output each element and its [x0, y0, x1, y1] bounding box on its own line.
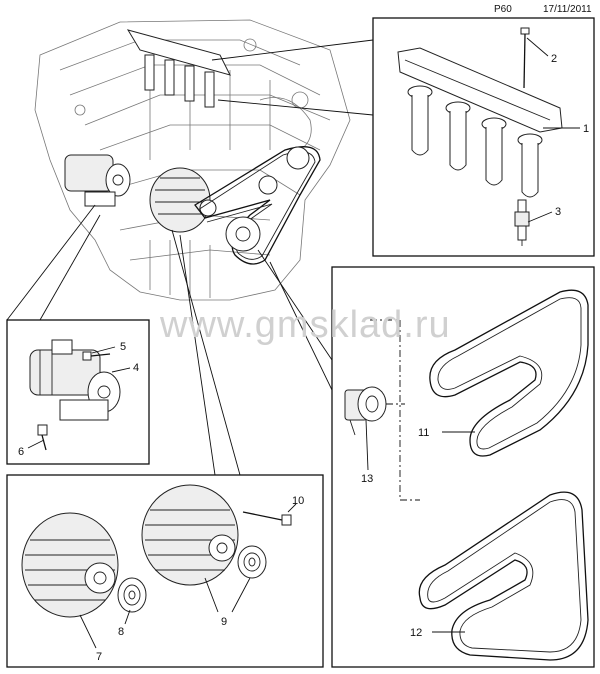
starter-on-engine: [64, 154, 131, 207]
alternator-bolt: [242, 511, 292, 526]
callout-7: 7: [96, 651, 102, 663]
spark-plug: [514, 199, 530, 246]
watermark-text: www.gmsklad.ru: [159, 304, 451, 346]
starter-motor: [29, 339, 121, 421]
starter-stud: [37, 424, 48, 451]
callout-leaders: [27, 37, 580, 649]
callout-3: 3: [555, 206, 561, 218]
ignition-coil-1: [407, 85, 433, 156]
alternator-variant-b: [141, 484, 239, 586]
coil-bolt: [520, 27, 530, 89]
starter-bolt: [82, 351, 111, 361]
ignition-coil-4: [517, 133, 543, 198]
callout-5: 5: [120, 341, 126, 353]
belt-on-engine: [194, 146, 321, 265]
callout-2: 2: [551, 53, 557, 65]
callout-10: 10: [292, 495, 304, 507]
page-code: P60: [494, 4, 512, 15]
callout-1: 1: [583, 123, 589, 135]
ignition-coil-3: [481, 117, 507, 186]
alternator-variant-a: [21, 512, 119, 618]
drive-belt-a: [429, 289, 589, 457]
alternator-pulley-b: [237, 545, 267, 579]
callout-4: 4: [133, 362, 139, 374]
callout-6: 6: [18, 446, 24, 458]
callout-9: 9: [221, 616, 227, 628]
callout-11: 11: [418, 427, 429, 439]
alternator-on-engine: [149, 167, 217, 233]
page-date: 17/11/2011: [543, 4, 592, 15]
callout-13: 13: [361, 473, 373, 485]
callout-8: 8: [118, 626, 124, 638]
belt-detail-box: [331, 266, 595, 668]
connector-lines: [6, 39, 374, 476]
engine-main-view: [34, 19, 351, 301]
drive-belt-b: [418, 491, 589, 661]
ignition-coil-2: [445, 101, 471, 171]
callout-12: 12: [410, 627, 422, 639]
ignition-coil-rail: [397, 47, 563, 198]
alternator-pulley-a: [117, 577, 147, 613]
